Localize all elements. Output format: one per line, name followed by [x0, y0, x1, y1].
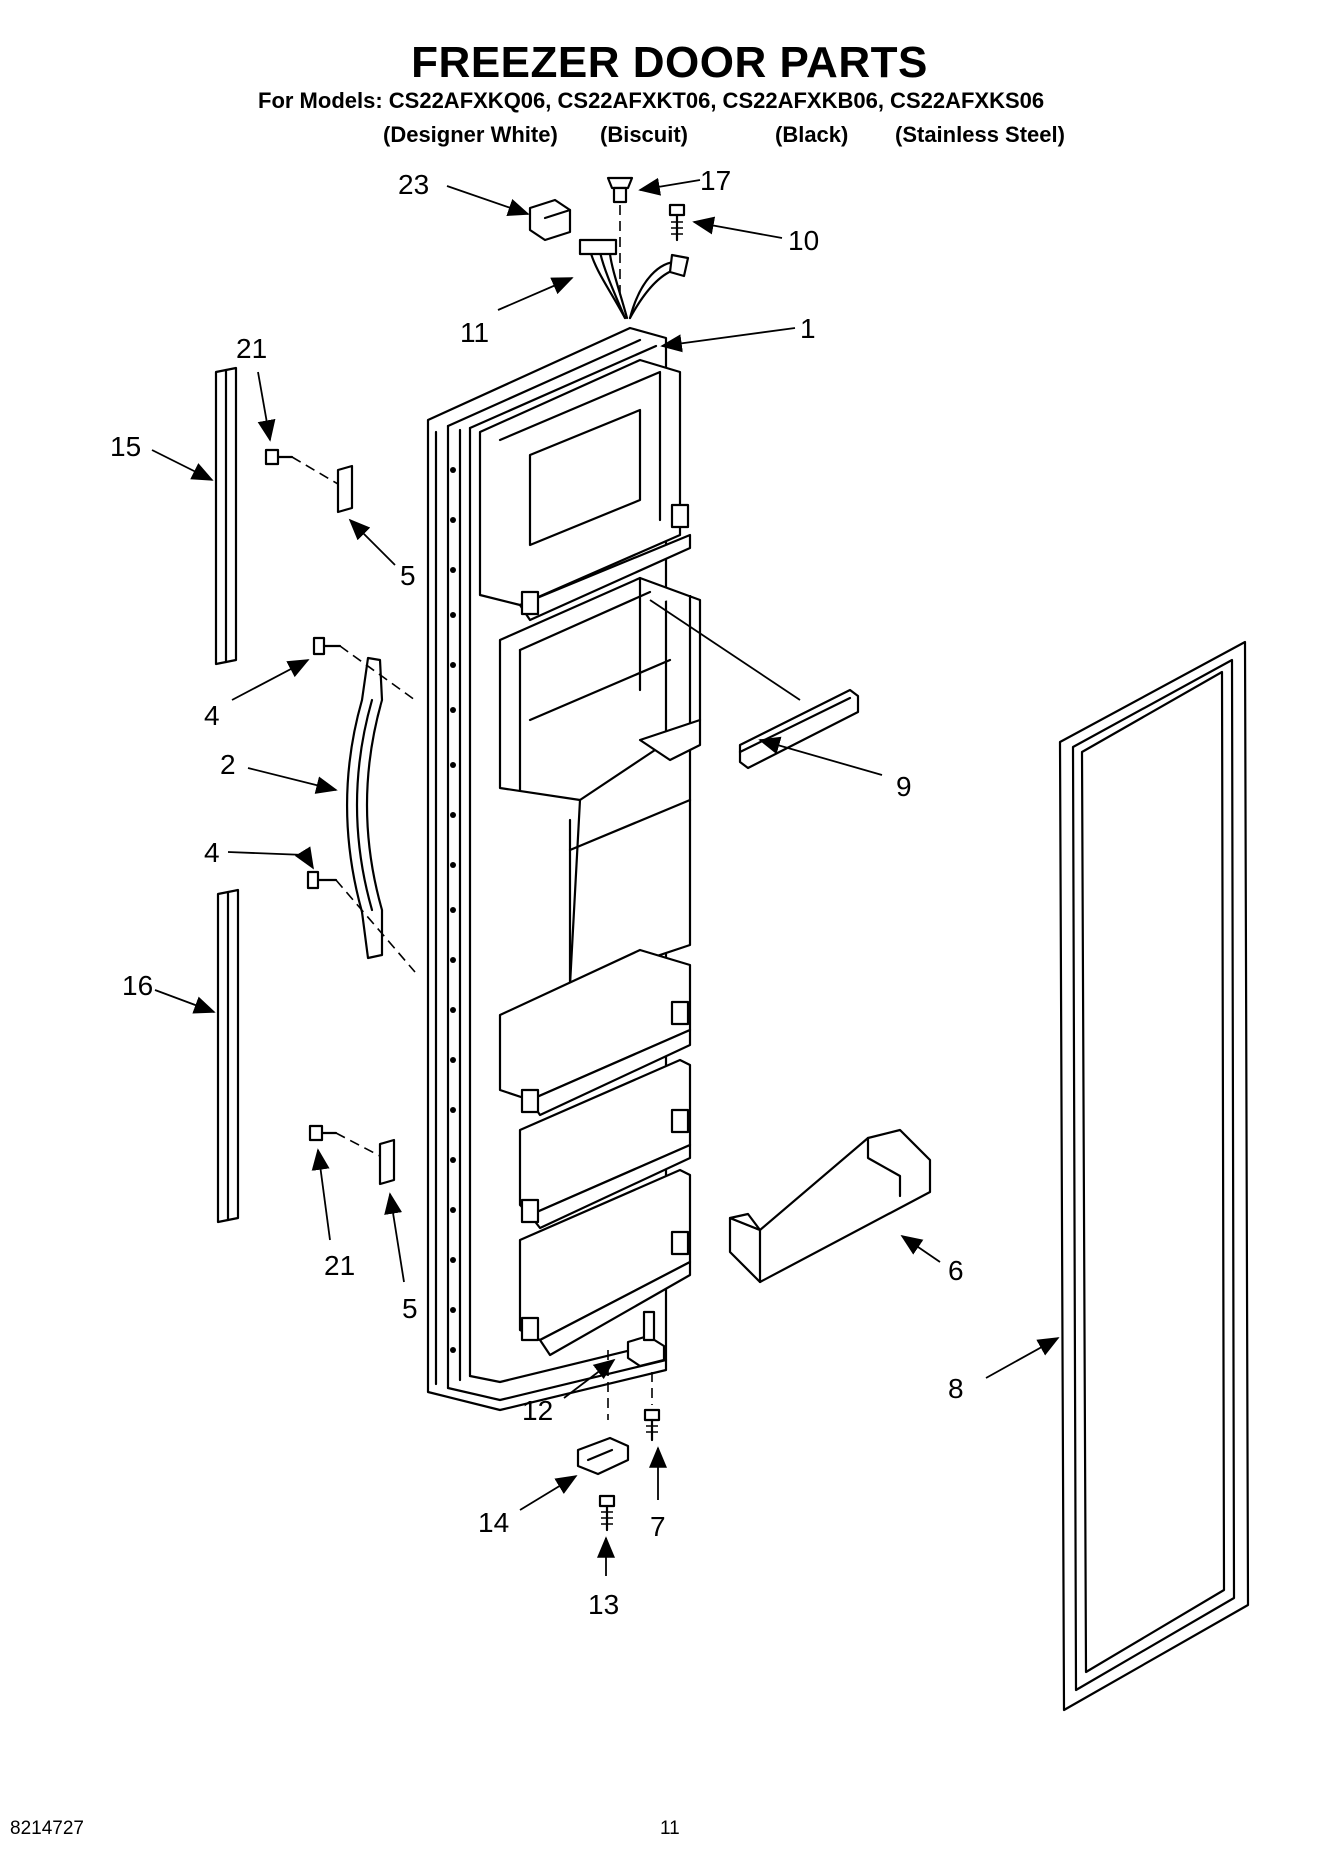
freezer-door [426, 326, 702, 1412]
color-black: (Black) [775, 122, 849, 147]
callout-6: 6 [948, 1255, 964, 1286]
callout-4-top: 4 [204, 700, 220, 731]
door-bin [728, 1128, 932, 1284]
wire-connector [528, 198, 572, 242]
handle-screw-top [312, 636, 416, 701]
hinge-bracket [576, 1436, 630, 1476]
clip-top [264, 448, 354, 514]
screw-10 [668, 203, 686, 242]
callout-9: 9 [896, 771, 912, 802]
callout-12: 12 [522, 1395, 553, 1426]
color-designer-white: (Designer White) [383, 122, 558, 147]
models-line: For Models: CS22AFXKQ06, CS22AFXKT06, CS… [258, 88, 1045, 113]
callout-15: 15 [110, 431, 141, 462]
door-handle [345, 656, 384, 960]
wire-harness [578, 238, 690, 320]
callout-21-top: 21 [236, 333, 267, 364]
clip-bottom [308, 1124, 396, 1186]
callout-23: 23 [398, 169, 429, 200]
callout-16: 16 [122, 970, 153, 1001]
color-biscuit: (Biscuit) [600, 122, 688, 147]
callout-14: 14 [478, 1507, 509, 1538]
hinge-screw-7 [643, 1372, 661, 1442]
callout-7: 7 [650, 1511, 666, 1542]
page-title: FREEZER DOOR PARTS [411, 38, 928, 87]
callout-5-top: 5 [400, 560, 416, 591]
handle-screw-bottom [306, 870, 416, 973]
callout-2: 2 [220, 749, 236, 780]
callout-4-bottom: 4 [204, 837, 220, 868]
callout-11: 11 [460, 317, 489, 348]
callout-5-bottom: 5 [402, 1293, 418, 1324]
doc-number: 8214727 [10, 1818, 84, 1839]
callout-13: 13 [588, 1589, 619, 1620]
callout-8: 8 [948, 1373, 964, 1404]
door-screw-dots [450, 467, 456, 1353]
door-gasket [1058, 640, 1250, 1712]
hinge-screw-13 [598, 1494, 616, 1532]
callout-17: 17 [700, 165, 731, 196]
callout-10: 10 [788, 225, 819, 256]
callout-1: 1 [800, 313, 816, 344]
page-number: 11 [660, 1818, 680, 1839]
door-plug-button [606, 176, 634, 300]
color-stainless-steel: (Stainless Steel) [895, 122, 1065, 147]
callout-21-bottom: 21 [324, 1250, 355, 1281]
hinge-pin [607, 1310, 666, 1420]
